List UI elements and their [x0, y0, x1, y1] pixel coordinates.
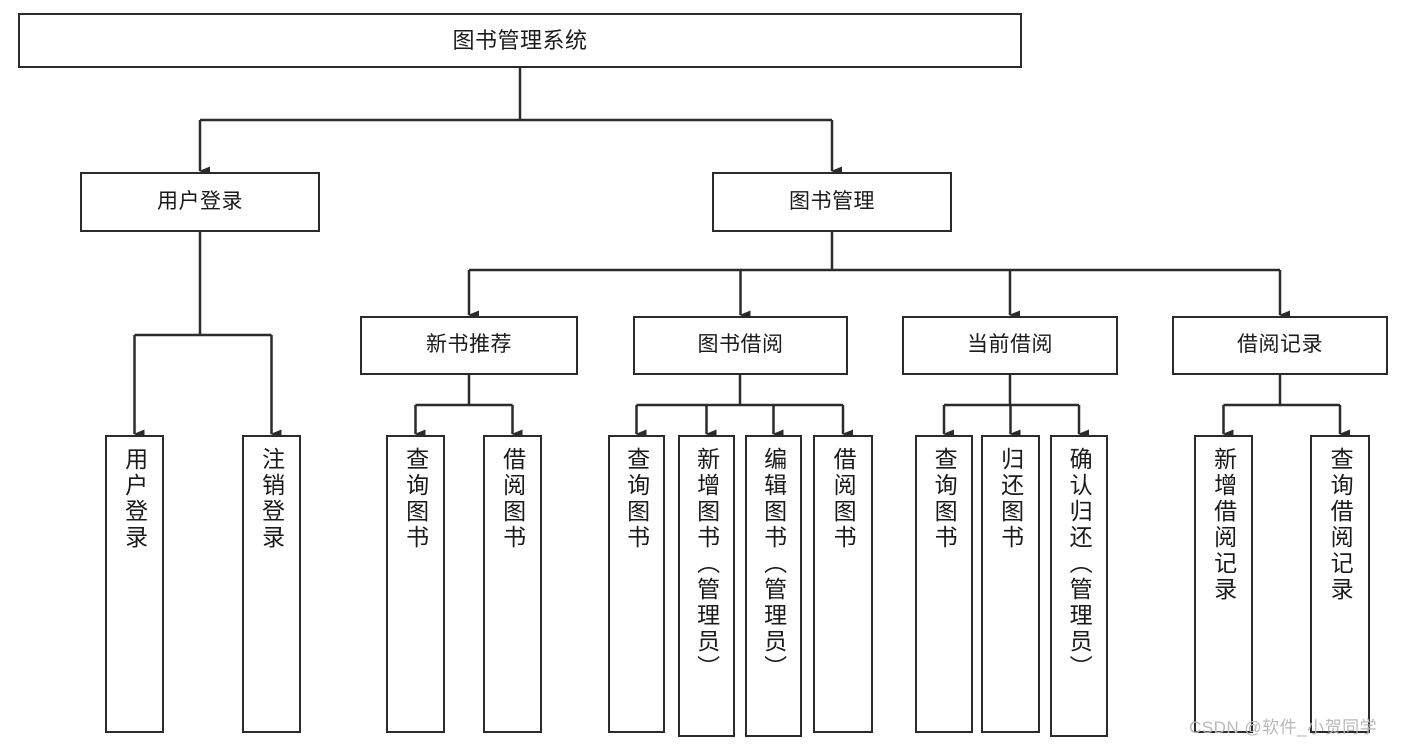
node-leaf-query-record[interactable]: 查询借阅记录: [1310, 435, 1370, 733]
node-root[interactable]: 图书管理系统: [18, 13, 1022, 68]
node-label: 图书管理系统: [452, 27, 588, 53]
node-leaf-return-book[interactable]: 归还图书: [981, 435, 1040, 733]
node-label: 新书推荐: [426, 333, 512, 357]
node-new-book-rec[interactable]: 新书推荐: [360, 316, 578, 375]
node-borrow-record[interactable]: 借阅记录: [1172, 316, 1388, 375]
node-current-borrow[interactable]: 当前借阅: [902, 316, 1118, 375]
node-label: 注销登录: [258, 447, 285, 551]
node-label: 查询图书: [623, 447, 650, 551]
node-label: 借阅记录: [1237, 333, 1323, 357]
node-leaf-borrow-book-rec[interactable]: 借阅图书: [483, 435, 542, 733]
node-label: 新增借阅记录: [1210, 447, 1237, 603]
node-leaf-logout[interactable]: 注销登录: [242, 435, 301, 733]
node-leaf-confirm-return[interactable]: 确认归还（管理员）: [1050, 435, 1108, 737]
node-label: 归还图书: [997, 447, 1024, 551]
node-leaf-user-login[interactable]: 用户登录: [105, 435, 164, 733]
node-user-login[interactable]: 用户登录: [80, 172, 320, 232]
node-label: 新增图书（管理员）: [693, 447, 720, 681]
node-label: 编辑图书（管理员）: [760, 447, 787, 681]
node-leaf-add-book[interactable]: 新增图书（管理员）: [678, 435, 735, 737]
node-leaf-query-book-current[interactable]: 查询图书: [915, 435, 973, 733]
node-label: 用户登录: [157, 189, 243, 213]
node-label: 查询图书: [931, 447, 958, 551]
node-label: 借阅图书: [499, 447, 526, 551]
node-book-manage[interactable]: 图书管理: [712, 172, 952, 232]
node-leaf-query-book-borrow[interactable]: 查询图书: [608, 435, 665, 733]
node-leaf-query-book-rec[interactable]: 查询图书: [386, 435, 445, 733]
node-leaf-borrow-book[interactable]: 借阅图书: [813, 435, 873, 733]
node-label: 确认归还（管理员）: [1066, 447, 1093, 681]
watermark-text: CSDN @软件_小贺同学: [1189, 718, 1378, 737]
node-label: 用户登录: [121, 447, 148, 551]
node-label: 当前借阅: [967, 333, 1053, 357]
edge-lines: [133, 68, 1350, 439]
node-label: 图书管理: [789, 189, 875, 213]
node-leaf-add-record[interactable]: 新增借阅记录: [1194, 435, 1253, 733]
node-label: 查询图书: [402, 447, 429, 551]
node-book-borrow[interactable]: 图书借阅: [633, 316, 848, 375]
node-label: 借阅图书: [830, 447, 857, 551]
node-label: 图书借阅: [697, 333, 784, 357]
node-label: 查询借阅记录: [1327, 447, 1354, 603]
node-leaf-edit-book[interactable]: 编辑图书（管理员）: [745, 435, 802, 737]
